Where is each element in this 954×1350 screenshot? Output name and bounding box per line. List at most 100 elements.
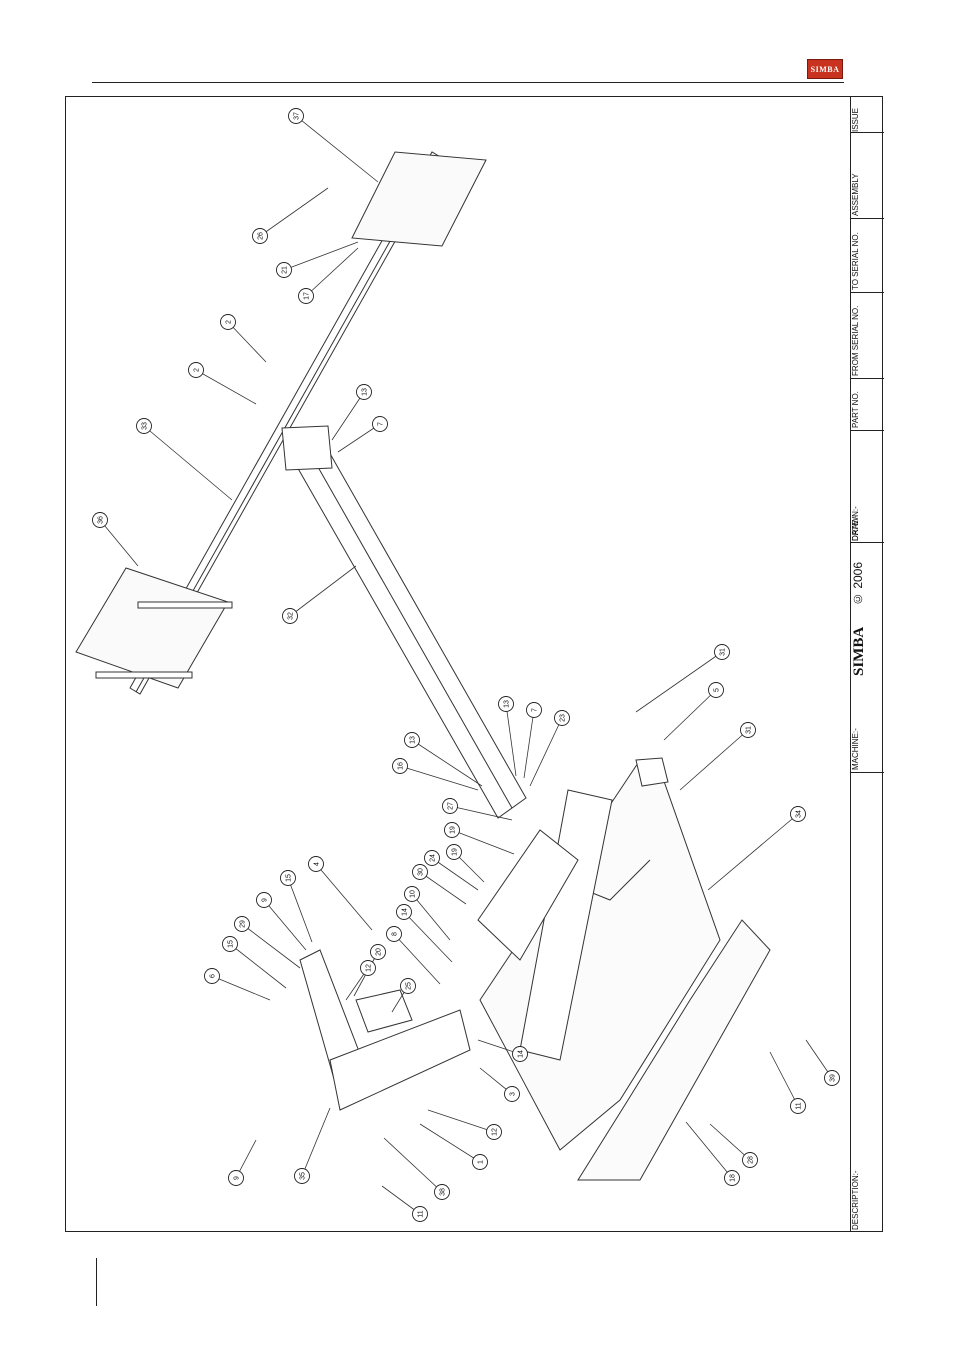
callout-leader [412,894,450,940]
callout-12: 12 [428,1110,502,1140]
callout-leader [530,718,562,786]
callout-number: 7 [532,708,539,712]
callout-number: 32 [288,612,295,620]
callout-number: 30 [418,868,425,876]
title-block: ISSUE ASSEMBLY TO SERIAL NO. FROM SERIAL… [850,96,883,1232]
callout-number: 31 [720,648,727,656]
callout-leader [212,976,270,1000]
callout-18: 18 [686,1122,740,1186]
callout-leader [680,730,748,790]
callout-number: 37 [294,112,301,120]
logo-text: SIMBA [811,65,840,74]
callout-number: 26 [258,232,265,240]
callout-13: 13 [332,385,372,441]
callout-number: 27 [448,802,455,810]
callout-leader [260,188,328,236]
callout-number: 9 [262,898,269,902]
callout-number: 2 [226,320,233,324]
callout-number: 12 [366,964,373,972]
header-rule [92,82,844,83]
callout-number: 4 [314,862,321,866]
callout-31: 31 [680,723,756,791]
callout-number: 21 [282,266,289,274]
exploded-assembly-drawing: 3726211722137333632161313723271919243010… [66,97,848,1231]
callout-3: 3 [480,1068,520,1102]
callout-17: 17 [299,248,359,304]
callout-leader [302,1108,330,1176]
callout-number: 35 [300,1172,307,1180]
callout-number: 39 [830,1074,837,1082]
assembly-label: ASSEMBLY [851,136,892,216]
callout-number: 36 [98,516,105,524]
callout-number: 18 [730,1174,737,1182]
callout-number: 11 [418,1210,425,1217]
callout-35: 35 [295,1108,331,1184]
footer-rule [96,1258,97,1306]
callout-29: 29 [235,917,301,969]
callout-1: 1 [420,1124,488,1170]
callout-leader [770,1052,798,1106]
callout-number: 28 [748,1156,755,1164]
callout-leader [664,690,716,740]
callout-19: 19 [447,845,485,883]
callout-39: 39 [806,1040,840,1086]
callout-14: 14 [397,905,453,963]
machine-label: MACHINE:- [851,696,892,770]
callout-leader [394,934,440,984]
callout-number: 9 [234,1176,241,1180]
callout-leader [228,322,266,362]
callout-2: 2 [189,363,257,405]
callout-leader [384,1138,442,1192]
callout-34: 34 [708,807,806,891]
callout-number: 10 [410,890,417,898]
callout-leader [420,1124,480,1162]
callout-leader [100,520,138,566]
simba-logo: SIMBA [807,59,843,79]
callout-23: 23 [530,711,570,787]
callout-12: 12 [346,961,376,1001]
from-serial-label: FROM SERIAL NO. [851,296,892,376]
callout-2: 2 [221,315,267,363]
callout-number: 33 [142,422,149,430]
callout-leader [196,370,256,404]
callout-number: 16 [398,762,405,770]
title-block-brand: SIMBA [851,616,893,676]
callout-4: 4 [309,857,373,931]
callout-number: 11 [796,1102,803,1109]
callout-number: 20 [376,948,383,956]
copyright-label: © 2006 [851,546,893,606]
callout-leader [316,864,372,930]
callout-number: 2 [194,368,201,372]
description-label: DESCRIPTION:- [851,1156,892,1230]
callout-number: 13 [504,700,511,708]
callout-number: 34 [796,810,803,818]
callout-6: 6 [205,969,271,1001]
callout-layer: 3726211722137333632161313723271919243010… [93,109,840,1222]
callout-38: 38 [384,1138,450,1200]
part-no-label: PART NO. [851,382,892,428]
callout-number: 5 [714,688,721,692]
callout-number: 14 [402,908,409,916]
frame-outlines [76,152,770,1180]
callout-11: 11 [382,1186,428,1222]
callout-number: 15 [286,874,293,882]
callout-leader [708,814,798,890]
callout-leader [686,1122,732,1178]
callout-15: 15 [223,937,287,989]
callout-leader [290,566,356,616]
callout-number: 19 [450,826,457,834]
callout-number: 38 [440,1188,447,1196]
callout-28: 28 [710,1124,758,1168]
callout-leader [332,392,364,440]
callout-number: 31 [746,726,753,734]
callout-7: 7 [338,417,388,453]
callout-number: 7 [378,422,385,426]
callout-number: 12 [492,1128,499,1136]
issue-label: ISSUE [851,98,892,132]
callout-31: 31 [636,645,730,713]
callout-16: 16 [393,759,479,791]
callout-number: 29 [240,920,247,928]
callout-leader [144,426,232,500]
callout-number: 17 [304,292,311,300]
date-label: DATE:- [851,496,902,541]
